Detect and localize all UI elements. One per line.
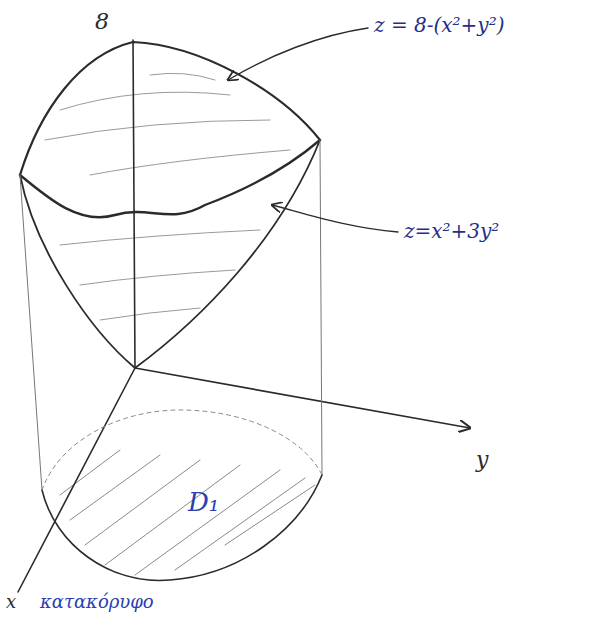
surface-hatching — [45, 73, 290, 320]
hatch-line — [225, 485, 315, 545]
axis-name: y — [476, 448, 488, 472]
hatch-line — [105, 465, 240, 565]
z-axis — [133, 40, 135, 368]
lower-surface-outline — [20, 140, 320, 368]
hatch-line — [80, 270, 235, 285]
leader-arrow — [272, 205, 398, 232]
hatch-line — [150, 73, 215, 80]
leader-arrow — [228, 28, 368, 80]
hatch-line — [60, 450, 120, 495]
hatch-line — [60, 92, 230, 110]
region-boundary — [42, 475, 322, 580]
region-hatching — [60, 450, 315, 575]
surface-equation: z = 8-(x²+y²) — [374, 14, 504, 36]
upper-surface-outline — [20, 42, 320, 175]
cylinder-line — [320, 140, 322, 475]
hatch-line — [100, 308, 200, 320]
axis-name: x — [6, 592, 16, 612]
hatch-line — [175, 478, 305, 570]
cylinder-line — [20, 175, 42, 490]
axis-value: 8 — [95, 10, 109, 34]
hatch-line — [45, 120, 270, 140]
y-axis — [135, 368, 470, 428]
region-name: D₁ — [188, 488, 219, 517]
hatch-line — [85, 460, 200, 545]
hatch-line — [90, 150, 290, 175]
surface-equation: z=x²+3y² — [404, 220, 499, 242]
note-text: κατακόρυφο — [40, 592, 154, 612]
region-boundary-back — [42, 410, 322, 490]
hatch-line — [70, 455, 160, 520]
hatch-line — [60, 230, 260, 245]
